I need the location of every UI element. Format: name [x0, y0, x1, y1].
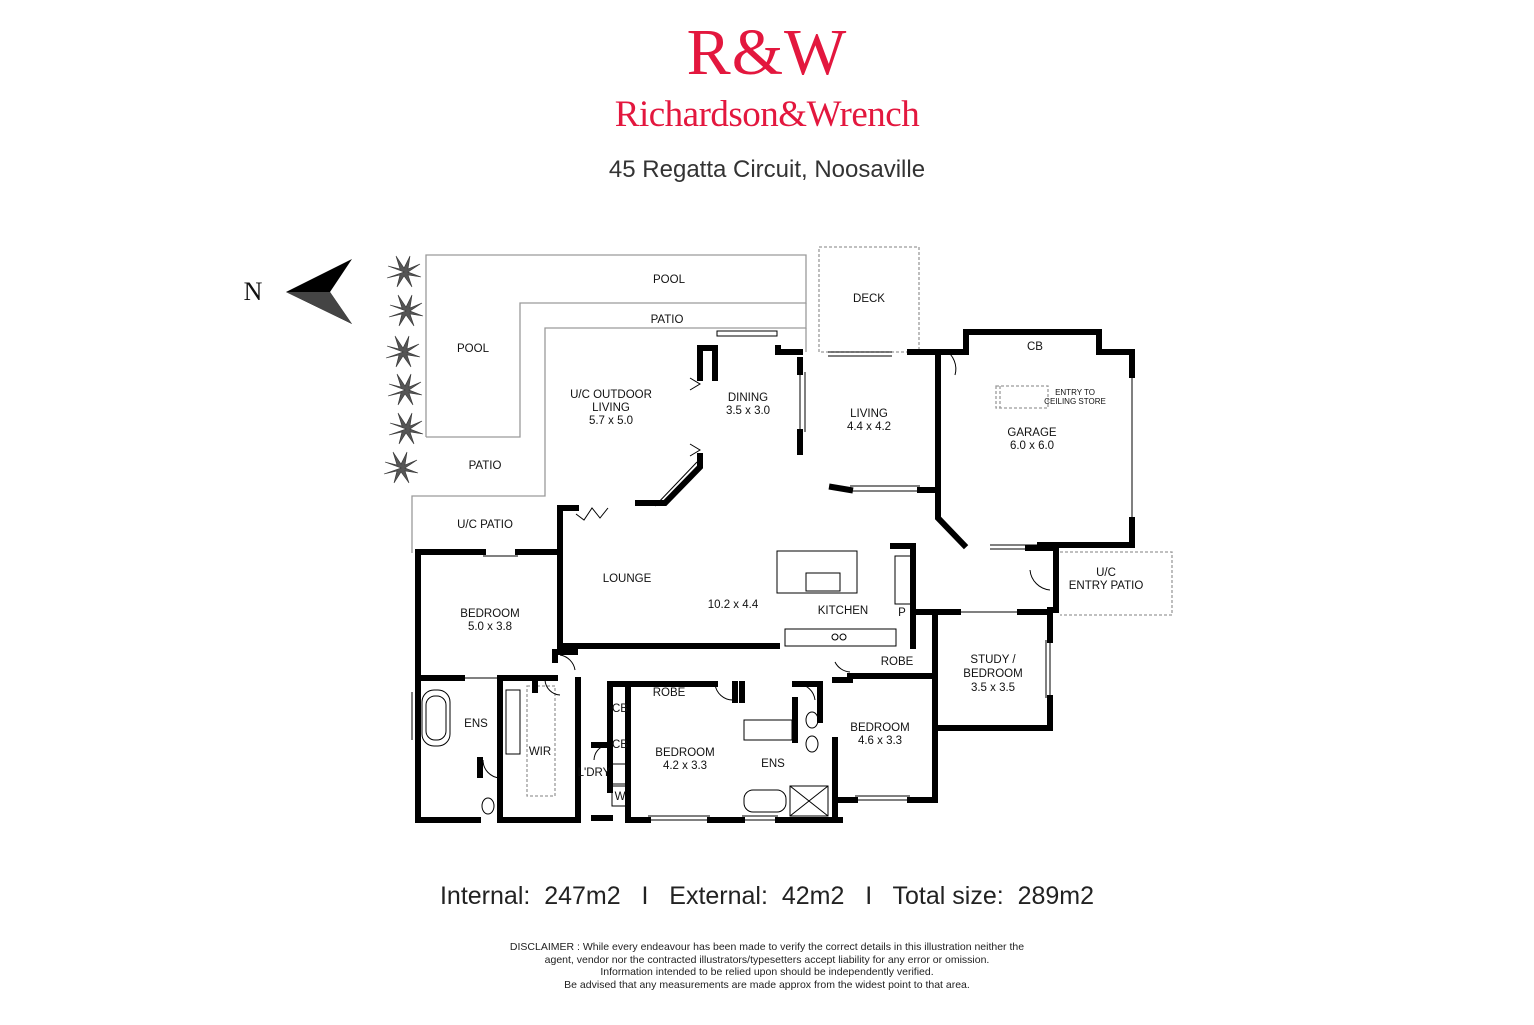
disclaimer: DISCLAIMER : While every endeavour has b… [0, 941, 1534, 991]
label-study-1: STUDY / [970, 654, 1016, 666]
walls [415, 329, 1135, 823]
label-ens-left: ENS [464, 718, 488, 730]
label-cb-garage: CB [1027, 341, 1043, 353]
disclaimer-line: Information intended to be relied upon s… [600, 966, 934, 978]
label-uc-entry-2: ENTRY PATIO [1069, 580, 1144, 592]
label-bedroom3: BEDROOM [850, 722, 909, 734]
disclaimer-line: Be advised that any measurements are mad… [564, 978, 970, 991]
label-ens-mid: ENS [761, 758, 785, 770]
label-wir: WIR [529, 746, 551, 758]
label-laundry: L'DRY [578, 767, 611, 779]
label-garage: GARAGE [1007, 427, 1057, 439]
label-bedroom2-size: 4.2 x 3.3 [663, 760, 707, 772]
tree-icons [383, 255, 424, 484]
label-lounge-size: 10.2 x 4.4 [708, 599, 759, 611]
label-uc-patio: U/C PATIO [457, 519, 513, 531]
label-dining-size: 3.5 x 3.0 [726, 405, 770, 417]
label-dining: DINING [728, 392, 768, 404]
disclaimer-line: agent, vendor nor the contracted illustr… [544, 953, 990, 966]
label-bedroom1: BEDROOM [460, 608, 519, 620]
label-cb1: CB [612, 703, 628, 715]
label-study-size: 3.5 x 3.5 [971, 682, 1015, 694]
label-outdoor-living-2: LIVING [592, 402, 630, 414]
label-kitchen: KITCHEN [818, 605, 868, 617]
label-robe-right: ROBE [881, 656, 914, 668]
disclaimer-line: DISCLAIMER : While every endeavour has b… [509, 941, 1025, 953]
windows [411, 330, 1133, 821]
label-pool-top: POOL [653, 274, 686, 286]
label-bedroom2: BEDROOM [655, 747, 714, 759]
label-outdoor-living-1: U/C OUTDOOR [570, 389, 652, 401]
label-patio-left: PATIO [469, 460, 502, 472]
label-living-size: 4.4 x 4.2 [847, 421, 891, 433]
label-washer: W [615, 791, 626, 803]
label-bedroom3-size: 4.6 x 3.3 [858, 735, 902, 747]
north-arrow-icon [286, 259, 352, 324]
area-summary: Internal: 247m2 I External: 42m2 I Total… [439, 882, 1095, 910]
label-pantry: P [898, 607, 906, 619]
label-cb2: CB [612, 739, 628, 751]
label-robe-mid: ROBE [653, 687, 686, 699]
label-patio-top: PATIO [651, 314, 684, 326]
label-ceiling-store-1: ENTRY TO [1055, 388, 1095, 397]
label-living: LIVING [850, 408, 888, 420]
brand-logo-mark: R&W [686, 16, 848, 89]
label-lounge: LOUNGE [603, 573, 652, 585]
label-study-2: BEDROOM [963, 668, 1022, 680]
brand-logo-name: Richardson&Wrench [614, 94, 920, 135]
label-garage-size: 6.0 x 6.0 [1010, 440, 1054, 452]
label-uc-entry-1: U/C [1096, 567, 1116, 579]
label-pool-left: POOL [457, 343, 490, 355]
north-label: N [244, 277, 263, 306]
outdoor-outlines [411, 246, 1173, 797]
label-deck: DECK [853, 293, 885, 305]
property-address: 45 Regatta Circuit, Noosaville [608, 156, 926, 183]
label-outdoor-living-size: 5.7 x 5.0 [589, 415, 633, 427]
room-labels: POOL PATIO DECK POOL U/C OUTDOOR LIVING … [457, 274, 1143, 803]
label-bedroom1-size: 5.0 x 3.8 [468, 621, 512, 633]
label-ceiling-store-2: CEILING STORE [1044, 397, 1106, 406]
